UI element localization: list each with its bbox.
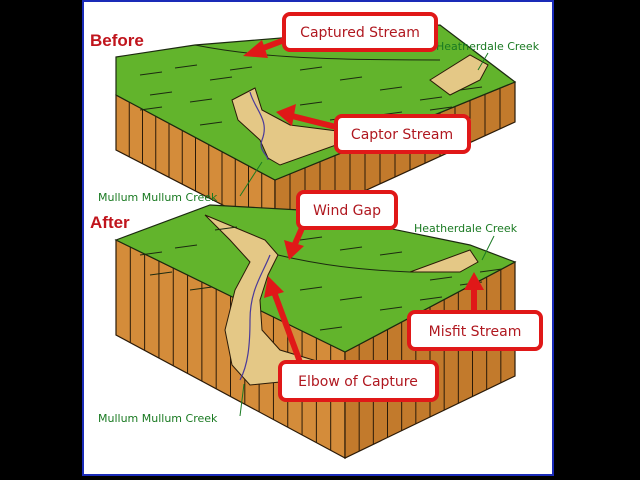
- before-block: [115, 24, 517, 233]
- elbow-arrow: [271, 290, 303, 364]
- land-texture-stroke: [339, 76, 363, 81]
- land-texture-stroke: [189, 98, 213, 103]
- land-texture-stroke: [199, 121, 223, 126]
- land-texture-stroke: [479, 268, 503, 273]
- callout-wind-gap: Wind Gap: [296, 190, 398, 230]
- elbow-arrowhead: [264, 276, 284, 298]
- land-texture-stroke: [379, 251, 403, 256]
- land-texture-stroke: [209, 76, 233, 81]
- land-texture-stroke: [419, 96, 443, 101]
- callout-misfit-stream-text: Misfit Stream: [429, 324, 522, 340]
- after-mullum-creek-label: Mullum Mullum Creek: [98, 412, 218, 425]
- after-land-surface: [114, 204, 517, 353]
- land-texture-stroke: [174, 244, 198, 249]
- captor-stream-arrow: [291, 113, 341, 131]
- before-mullum-leader: [239, 161, 263, 197]
- before-divide-line: [194, 44, 441, 61]
- land-texture-stroke: [379, 86, 403, 91]
- land-texture-stroke: [149, 91, 173, 96]
- callout-captor-stream: Captor Stream: [334, 114, 471, 154]
- callout-captor-stream-text: Captor Stream: [351, 127, 453, 143]
- land-texture-stroke: [214, 226, 238, 231]
- misfit-stream-arrowhead: [464, 272, 484, 290]
- before-heatherdale-valley: [429, 54, 489, 96]
- after-captor-river: [239, 254, 271, 381]
- callout-captured-stream-text: Captured Stream: [300, 25, 420, 41]
- land-texture-stroke: [319, 326, 343, 331]
- land-texture-stroke: [299, 236, 323, 241]
- land-texture-stroke: [139, 71, 163, 76]
- captor-stream-arrowhead: [276, 104, 296, 126]
- wind-gap-arrowhead: [284, 240, 304, 260]
- land-texture-stroke: [229, 66, 253, 71]
- callout-elbow-of-capture: Elbow of Capture: [278, 360, 439, 402]
- after-heatherdale-leader: [481, 235, 495, 261]
- after-wind-gap-line: [277, 254, 411, 273]
- callout-misfit-stream: Misfit Stream: [407, 310, 543, 351]
- land-texture-stroke: [429, 276, 453, 281]
- callout-wind-gap-text: Wind Gap: [313, 203, 381, 219]
- land-texture-stroke: [174, 64, 198, 69]
- land-texture-stroke: [139, 251, 163, 256]
- after-misfit-valley: [409, 249, 479, 273]
- land-texture-stroke: [459, 86, 483, 91]
- before-heatherdale-creek-label: Heatherdale Creek: [436, 40, 540, 53]
- before-mullum-creek-label: Mullum Mullum Creek: [98, 191, 218, 204]
- land-texture-stroke: [429, 106, 453, 111]
- wind-gap-arrow: [292, 226, 305, 246]
- land-texture-stroke: [339, 296, 363, 301]
- land-texture-stroke: [149, 271, 173, 276]
- land-texture-stroke: [299, 101, 323, 106]
- after-mullum-leader: [239, 383, 245, 417]
- before-heading: Before: [90, 31, 144, 50]
- before-heatherdale-leader: [477, 52, 489, 71]
- after-heatherdale-creek-label: Heatherdale Creek: [414, 222, 518, 235]
- land-texture-stroke: [139, 106, 163, 111]
- captured-stream-arrowhead: [243, 40, 268, 58]
- before-captor-river: [249, 91, 269, 161]
- after-land-texture: [139, 224, 503, 331]
- land-texture-stroke: [379, 306, 403, 311]
- callout-captured-stream: Captured Stream: [282, 12, 438, 52]
- after-heading: After: [90, 213, 130, 232]
- land-texture-stroke: [299, 286, 323, 291]
- land-texture-stroke: [419, 296, 443, 301]
- callout-elbow-of-capture-text: Elbow of Capture: [298, 374, 418, 390]
- land-texture-stroke: [189, 286, 213, 291]
- land-texture-stroke: [339, 246, 363, 251]
- land-texture-stroke: [299, 66, 323, 71]
